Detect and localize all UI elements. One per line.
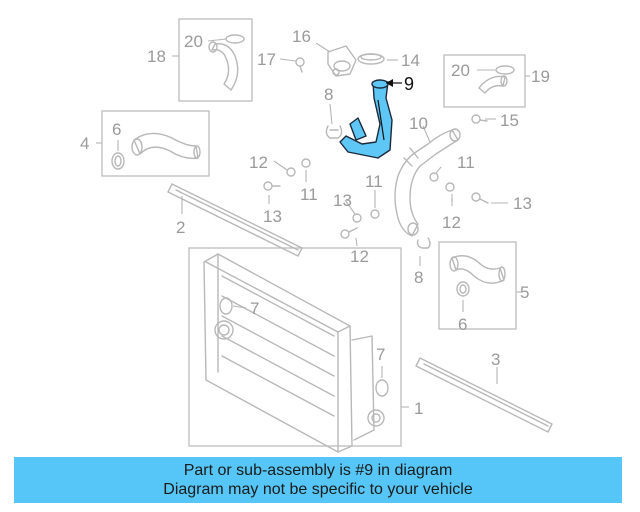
callout-8-lower: 8 — [414, 268, 423, 287]
callout-1: 1 — [414, 399, 423, 418]
callout-labels: 20 18 16 17 14 9 20 19 8 15 10 6 4 12 11… — [80, 27, 550, 418]
hose-part-4 — [131, 132, 201, 160]
callout-19: 19 — [531, 67, 550, 86]
callout-3: 3 — [491, 350, 500, 369]
callout-14: 14 — [401, 51, 420, 70]
banner-line-2: Diagram may not be specific to your vehi… — [163, 481, 473, 498]
strip-part-3 — [415, 357, 553, 433]
callout-7-left: 7 — [250, 299, 259, 318]
clamp-part-14 — [357, 53, 385, 65]
callout-20-left: 20 — [184, 32, 203, 51]
callout-10: 10 — [409, 114, 428, 133]
box-part-19 — [443, 54, 526, 108]
callout-4: 4 — [80, 134, 89, 153]
callout-11-b: 11 — [300, 185, 318, 204]
hose-part-9-highlighted[interactable] — [339, 79, 393, 159]
ring-part-6-left — [111, 152, 125, 170]
callout-13-b: 13 — [513, 194, 532, 213]
intercooler-part-1 — [203, 253, 385, 453]
sensor-part-16 — [327, 45, 357, 77]
hose-part-18 — [208, 41, 239, 91]
callout-15: 15 — [500, 111, 519, 130]
callout-7-right: 7 — [376, 345, 385, 364]
box-part-5 — [438, 241, 517, 330]
arrow-part-9 — [386, 79, 393, 87]
info-banner: Part or sub-assembly is #9 in diagram Di… — [14, 457, 622, 503]
callout-11-c: 11 — [365, 172, 383, 191]
callout-6-left: 6 — [112, 120, 121, 139]
callout-2: 2 — [176, 218, 185, 237]
box-part-1 — [188, 247, 402, 447]
ring-part-7-left — [219, 297, 233, 315]
callout-8-upper: 8 — [324, 85, 333, 104]
callout-11-a: 11 — [457, 153, 475, 172]
strip-part-2 — [167, 183, 303, 257]
callout-12-c: 12 — [350, 247, 369, 266]
callout-13-a: 13 — [333, 191, 352, 210]
leader-lines — [96, 38, 530, 408]
callout-13-c: 13 — [263, 207, 282, 226]
callout-17: 17 — [257, 50, 276, 69]
pipe-part-10 — [394, 128, 461, 237]
clip-part-8-upper — [325, 125, 343, 139]
hose-part-19 — [478, 75, 508, 94]
callout-5: 5 — [520, 283, 529, 302]
callout-18: 18 — [147, 47, 166, 66]
hose-part-5 — [449, 255, 506, 284]
callout-16: 16 — [292, 27, 311, 46]
fasteners — [263, 114, 489, 249]
clamp-part-20-right — [495, 65, 515, 75]
ring-part-6-right — [456, 281, 470, 297]
callout-6-right: 6 — [458, 315, 467, 334]
banner-line-1: Part or sub-assembly is #9 in diagram — [183, 462, 453, 479]
callout-9: 9 — [404, 74, 414, 94]
ring-part-7-right — [375, 379, 389, 397]
box-part-18 — [178, 18, 253, 102]
callout-20-right: 20 — [451, 61, 470, 80]
clamp-part-20-left — [225, 34, 245, 44]
callout-12-b: 12 — [442, 213, 461, 232]
bolt-part-17 — [295, 57, 305, 73]
callout-12-a: 12 — [249, 153, 268, 172]
